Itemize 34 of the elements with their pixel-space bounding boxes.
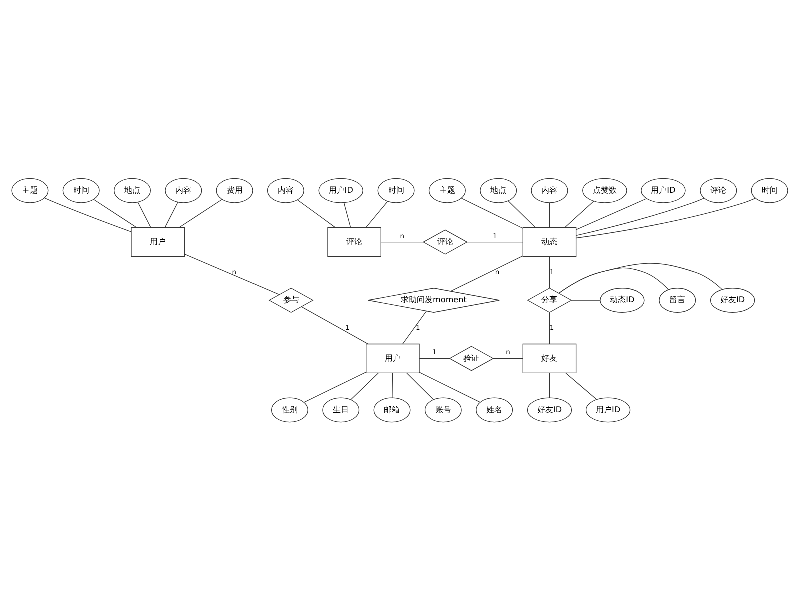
- connector: [164, 202, 178, 228]
- connector: [508, 200, 536, 228]
- connector: [576, 198, 756, 238]
- connector: [344, 202, 352, 228]
- connector: [558, 267, 670, 294]
- connector: [466, 241, 524, 242]
- connector: [366, 200, 388, 228]
- connector: [304, 372, 366, 402]
- connector: [184, 254, 280, 295]
- connector: [178, 198, 223, 228]
- connector: [549, 202, 550, 228]
- connector: [558, 262, 723, 294]
- connector: [576, 198, 705, 236]
- connector: [44, 197, 132, 232]
- connector: [406, 372, 434, 400]
- connector: [298, 199, 336, 228]
- connector: [576, 198, 648, 230]
- connector: [461, 198, 524, 228]
- connector: [450, 255, 524, 292]
- connector: [549, 256, 550, 288]
- connector: [419, 358, 450, 359]
- connector: [381, 241, 424, 242]
- connector: [549, 312, 550, 344]
- connector: [350, 372, 379, 400]
- connector: [301, 306, 369, 344]
- connector: [564, 200, 594, 228]
- connector: [138, 202, 152, 228]
- connector: [392, 372, 394, 398]
- connector: [94, 198, 138, 228]
- connector: [402, 310, 427, 344]
- connector: [566, 372, 598, 400]
- connector: [419, 372, 481, 402]
- connector: [549, 372, 550, 398]
- connector: [493, 358, 524, 359]
